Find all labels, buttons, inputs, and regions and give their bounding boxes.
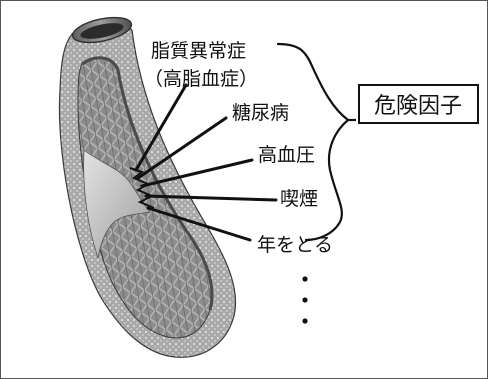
label-smoking: 喫煙 xyxy=(280,188,318,210)
label-diabetes: 糖尿病 xyxy=(232,102,289,124)
more-factors-ellipsis xyxy=(302,276,307,323)
grouping-brace xyxy=(278,44,348,240)
label-dyslipidemia: 脂質異常症 xyxy=(151,40,246,62)
label-dyslipidemia-alt: （高脂血症） xyxy=(144,68,258,90)
risk-factor-label: 危険因子 xyxy=(374,94,462,119)
label-hypertension: 高血圧 xyxy=(258,144,315,166)
